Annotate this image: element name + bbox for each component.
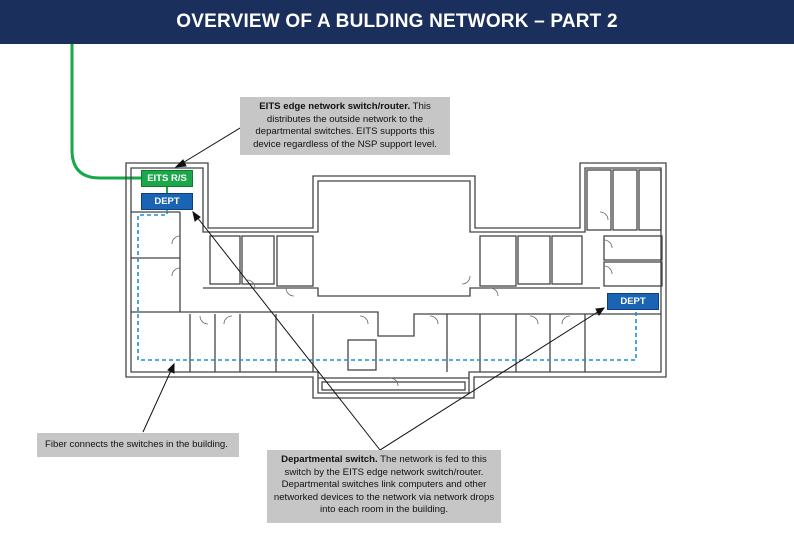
dept-switch-callout: Departmental switch. The network is fed … [267,450,501,523]
dept-switch-callout-heading: Departmental switch. [281,454,378,465]
eits-edge-switch-label: EITS R/S [141,170,193,187]
edge-switch-callout-body: This distributes the outside network to … [253,101,437,150]
door-swings [171,211,613,387]
incoming-fiber-line [70,44,141,180]
fiber-callout-text: Fiber connects the switches in the build… [45,439,228,450]
edge-switch-callout: EITS edge network switch/router. This di… [240,97,450,155]
fiber-run-dashed [137,210,637,361]
building-walls [125,162,667,399]
title-banner: OVERVIEW OF A BULDING NETWORK – PART 2 [0,0,794,44]
edge-switch-callout-heading: EITS edge network switch/router. [259,101,411,112]
callout-arrows [142,124,606,451]
dept-switch-callout-body: The network is fed to this switch by the… [273,454,495,515]
dept-switch-left-label: DEPT [141,193,193,210]
page-title: OVERVIEW OF A BULDING NETWORK – PART 2 [176,11,618,32]
dept-switch-right-label: DEPT [607,293,659,310]
fiber-callout: Fiber connects the switches in the build… [37,433,239,457]
